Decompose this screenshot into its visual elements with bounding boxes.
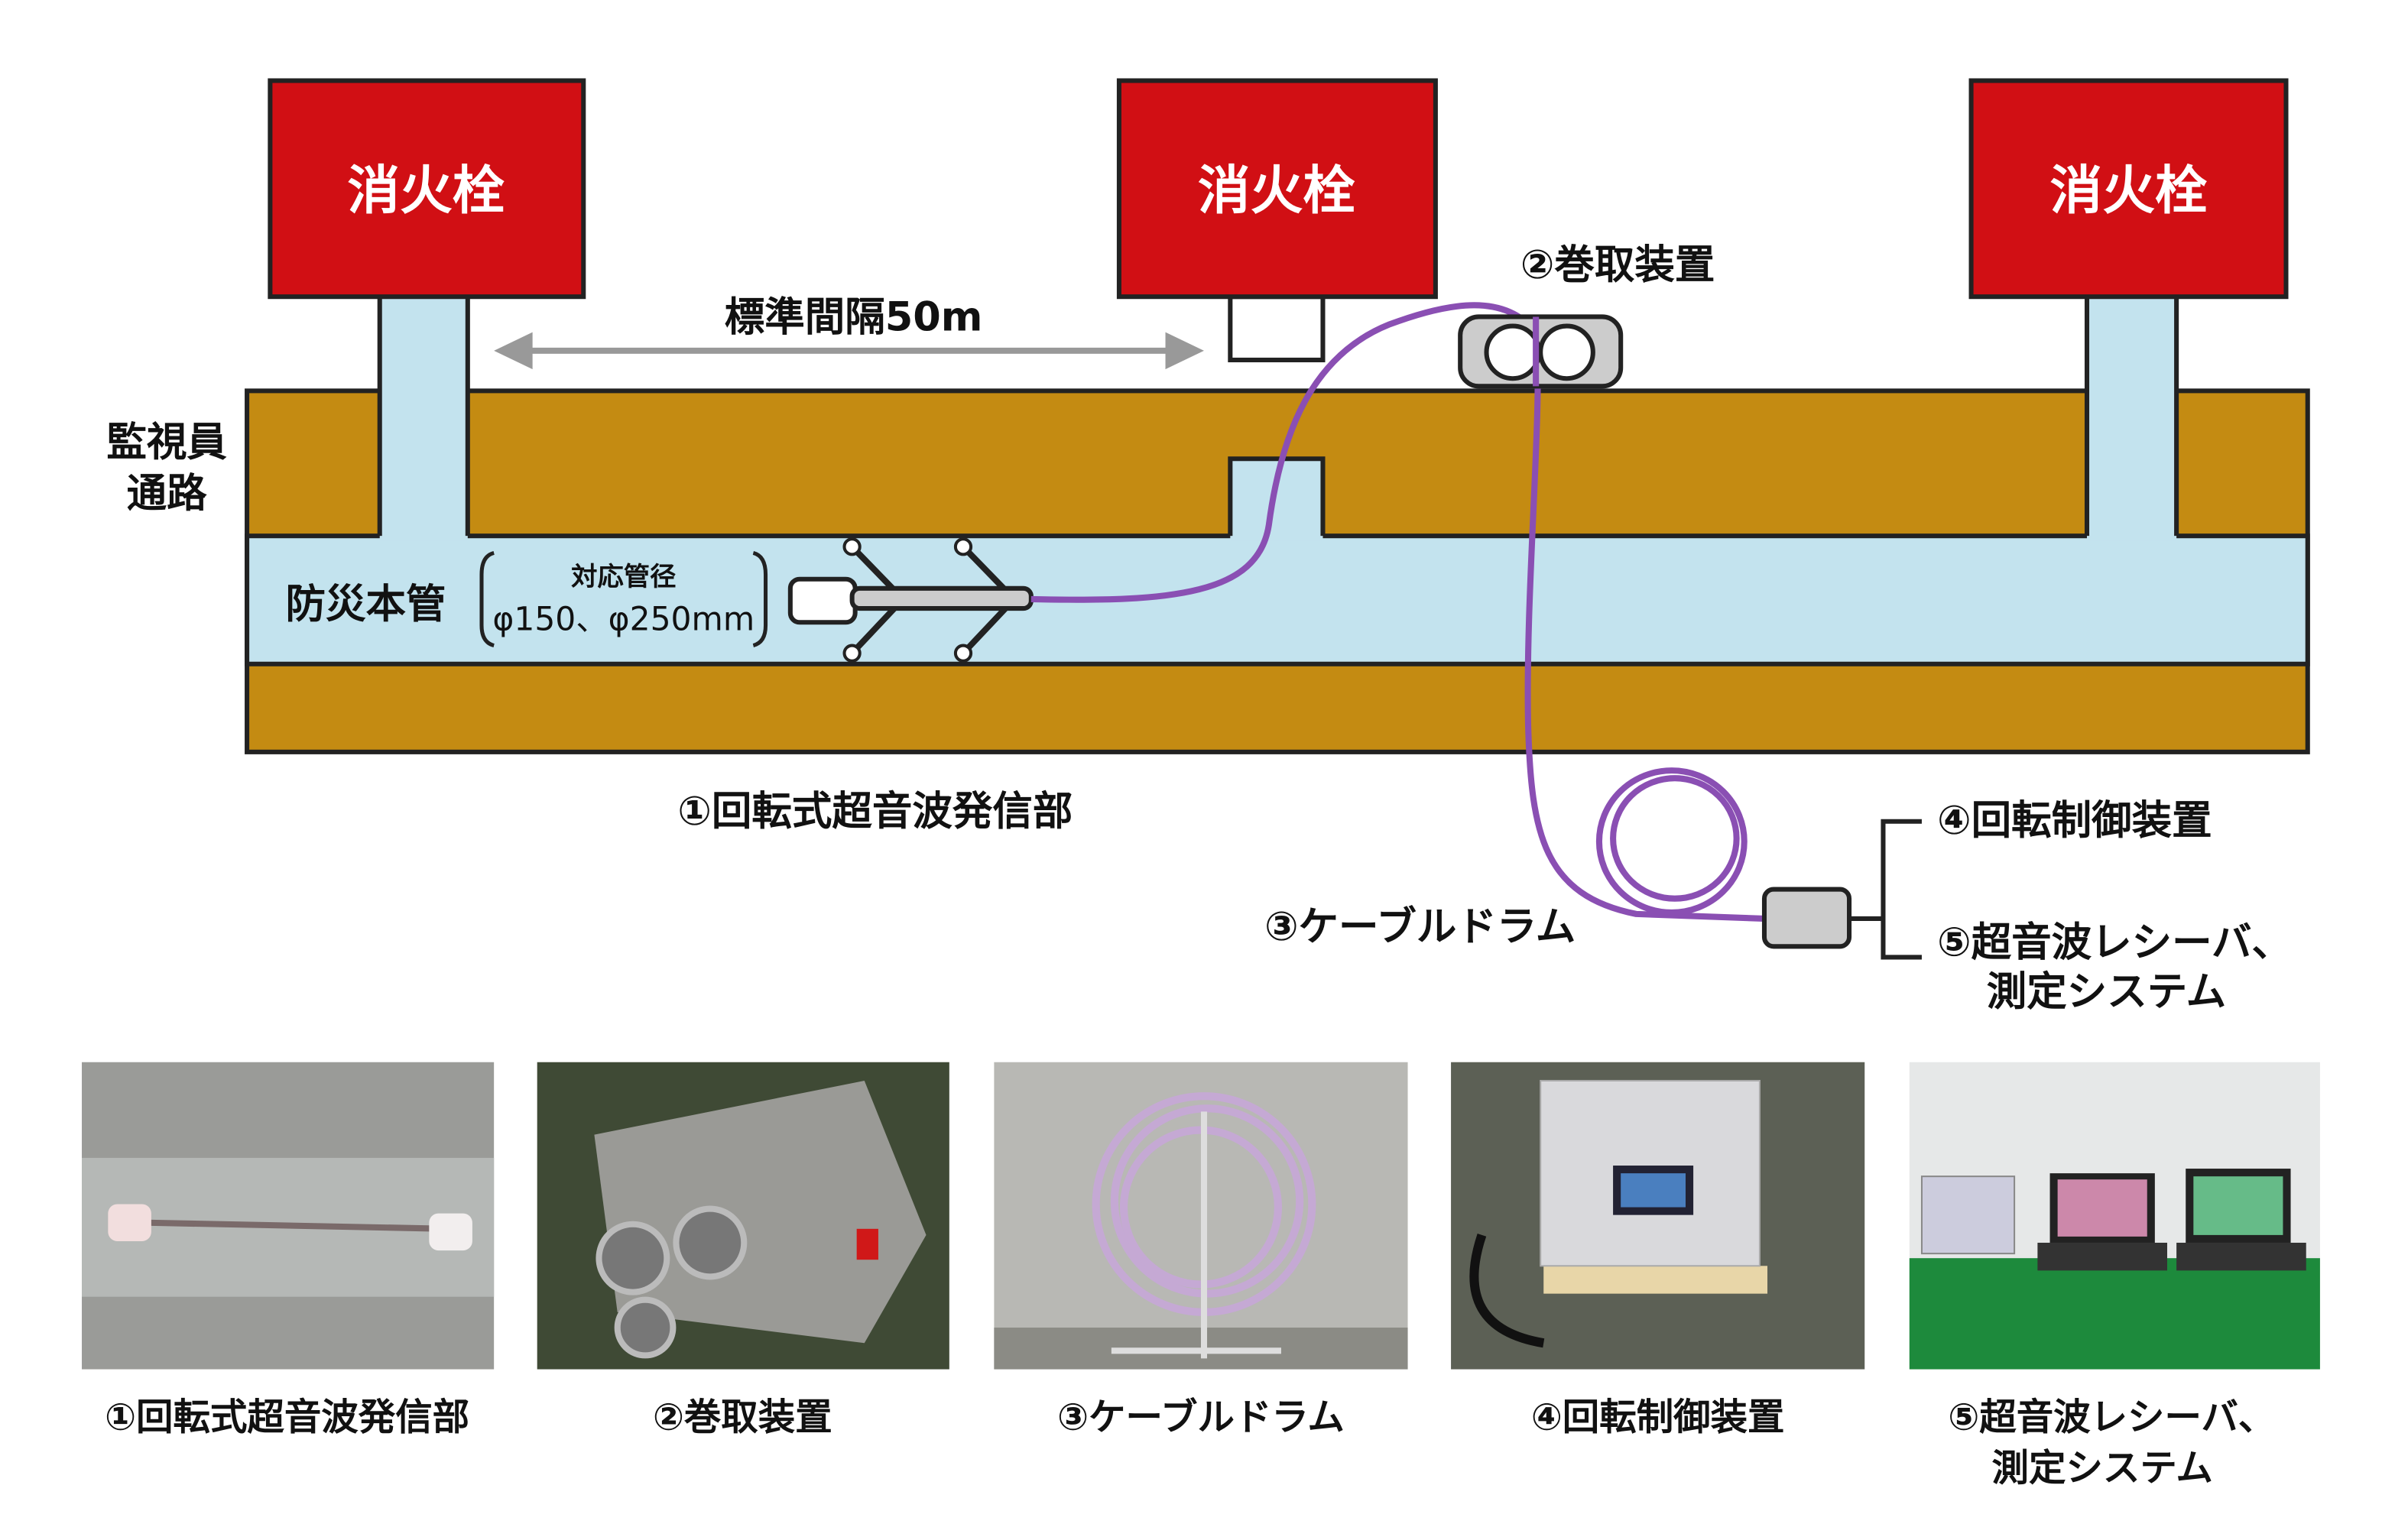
- svg-text:消火栓: 消火栓: [1198, 161, 1355, 222]
- label-receiver-2: 測定システム: [1987, 968, 2226, 1015]
- spacing-label: 標準間隔50m: [725, 294, 983, 341]
- cable: [1030, 302, 1765, 922]
- svg-text:消火栓: 消火栓: [2050, 161, 2208, 222]
- walkway-label-1: 監視員: [106, 419, 227, 465]
- hydrant-3: 消火栓: [1968, 78, 2289, 300]
- riser-left: [379, 293, 468, 541]
- winder-device: [1458, 314, 1624, 389]
- photo-cable-drum: [994, 1062, 1408, 1370]
- label-winder: ②巻取装置: [1520, 242, 1715, 288]
- photo-receiver-system: [1909, 1062, 2320, 1370]
- caption-controller: ④回転制御装置: [1531, 1396, 1785, 1438]
- riser-right: [2087, 293, 2177, 541]
- pipe-diameter-values: φ150、φ250mm: [492, 600, 755, 637]
- cable-drum: [1595, 767, 1748, 916]
- ultrasonic-transmitter: [787, 537, 1034, 663]
- caption-transmitter: ①回転式超音波発信部: [105, 1396, 469, 1438]
- pipe-diameter-title: 対応管径: [571, 562, 676, 592]
- caption-drum: ③ケーブルドラム: [1057, 1396, 1345, 1438]
- main-pipe: [245, 533, 2310, 666]
- label-controller: ④回転制御装置: [1937, 797, 2212, 844]
- main-pipe-label: 防災本管: [286, 581, 446, 627]
- photo-controller: [1451, 1062, 1865, 1370]
- caption-receiver-2: 測定システム: [1992, 1447, 2213, 1490]
- label-receiver-1: ⑤超音波レシーバ、: [1937, 919, 2292, 965]
- hydrant-1: 消火栓: [268, 78, 586, 300]
- walkway-label-2: 通路: [127, 470, 208, 517]
- caption-receiver-1: ⑤超音波レシーバ、: [1948, 1396, 2275, 1438]
- caption-winder: ②巻取装置: [653, 1396, 832, 1438]
- access-box: [1228, 294, 1326, 363]
- photo-transmitter: [82, 1062, 495, 1370]
- label-drum: ③ケーブルドラム: [1264, 903, 1576, 950]
- svg-text:消火栓: 消火栓: [347, 161, 505, 222]
- spacing-arrow: [494, 332, 1204, 370]
- label-transmitter: ①回転式超音波発信部: [677, 788, 1073, 835]
- photo-winder: [537, 1062, 949, 1370]
- hydrant-2: 消火栓: [1116, 78, 1438, 300]
- control-box: [1761, 887, 1852, 949]
